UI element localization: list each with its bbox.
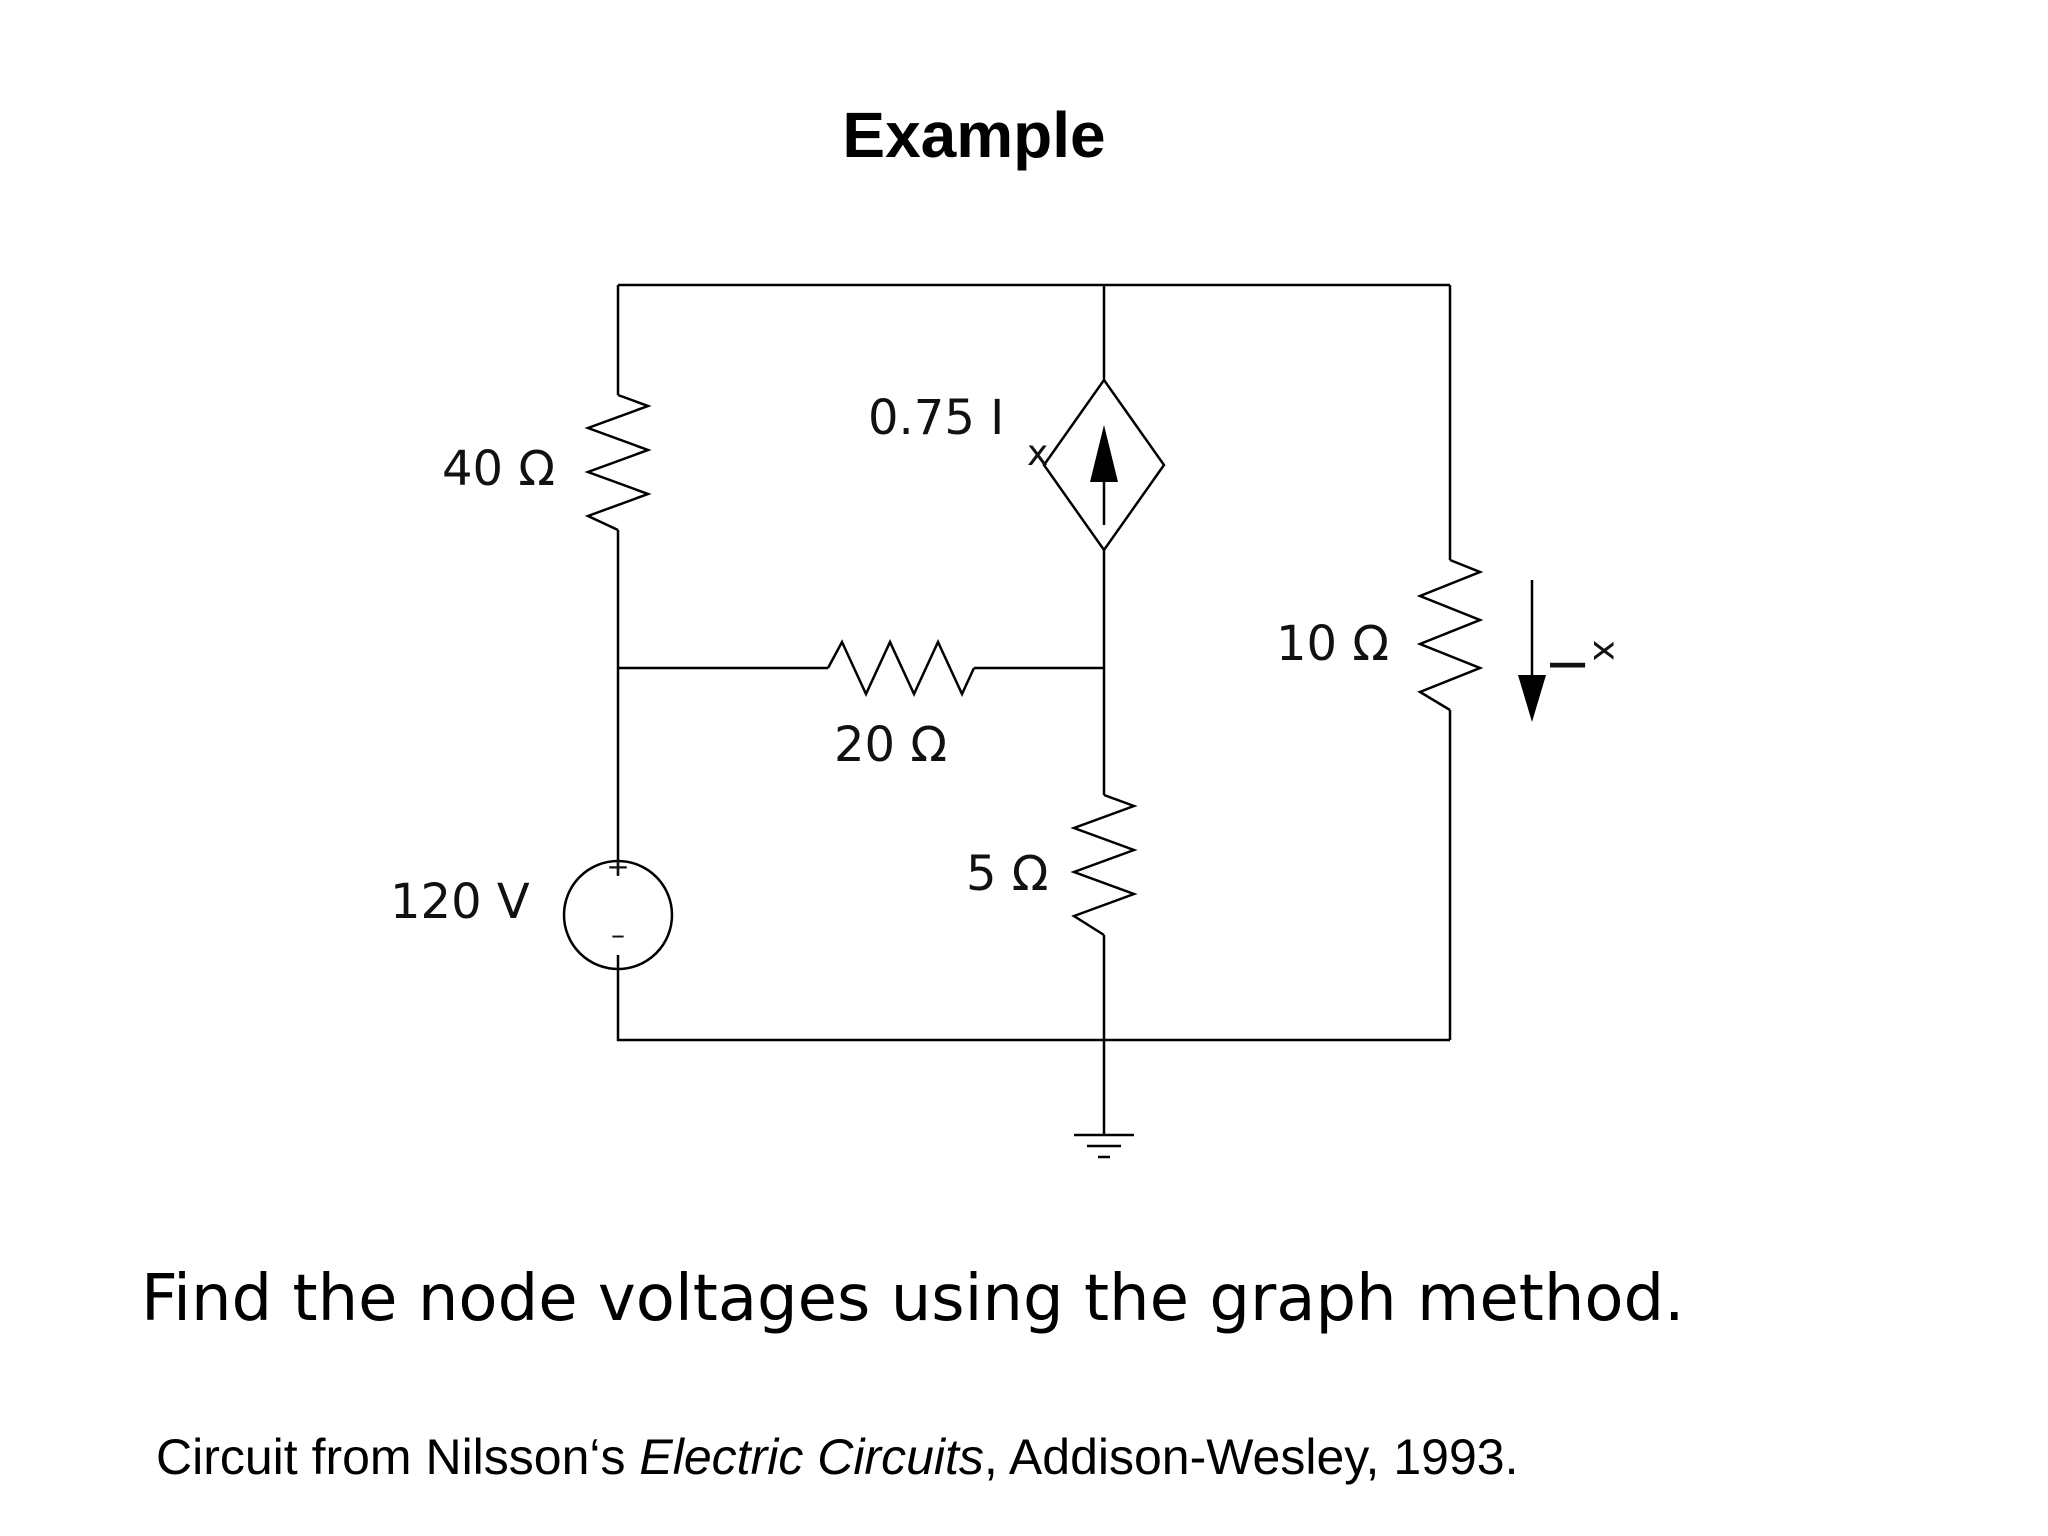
label-current-subscript: x bbox=[1585, 640, 1626, 661]
task-instruction: Find the node voltages using the graph m… bbox=[141, 1262, 1685, 1336]
resistor-10-ohm bbox=[1416, 558, 1484, 712]
resistor-20-ohm bbox=[826, 639, 976, 697]
label-dependent-subscript: x bbox=[1027, 433, 1048, 474]
label-10-ohm: 10 Ω bbox=[1276, 616, 1389, 672]
arrow-up-icon bbox=[1090, 425, 1118, 482]
resistor-40-ohm bbox=[584, 393, 652, 532]
label-120-v: 120 V bbox=[390, 874, 530, 930]
slide-title: Example bbox=[842, 99, 1106, 171]
label-5-ohm: 5 Ω bbox=[966, 846, 1048, 902]
citation-prefix: Circuit from Nilsson‘s bbox=[156, 1429, 640, 1485]
arrow-down-icon bbox=[1518, 675, 1546, 722]
citation-book-title: Electric Circuits bbox=[639, 1429, 984, 1485]
ground-icon bbox=[1074, 1133, 1134, 1159]
voltage-minus-sign: – bbox=[611, 918, 625, 951]
voltage-source-120v: + – bbox=[562, 850, 674, 971]
label-dependent-gain: 0.75 I bbox=[868, 390, 1004, 446]
label-40-ohm: 40 Ω bbox=[442, 441, 555, 497]
voltage-plus-sign: + bbox=[606, 850, 629, 883]
circuit-wires bbox=[616, 283, 1452, 1135]
resistor-5-ohm bbox=[1070, 793, 1138, 937]
label-current: I bbox=[1538, 658, 1594, 672]
label-20-ohm: 20 Ω bbox=[834, 717, 947, 773]
dependent-current-source bbox=[1042, 377, 1166, 553]
citation: Circuit from Nilsson‘s Electric Circuits… bbox=[156, 1428, 1518, 1486]
current-ix-arrow bbox=[1518, 580, 1546, 722]
citation-suffix: , Addison-Wesley, 1993. bbox=[983, 1429, 1519, 1485]
